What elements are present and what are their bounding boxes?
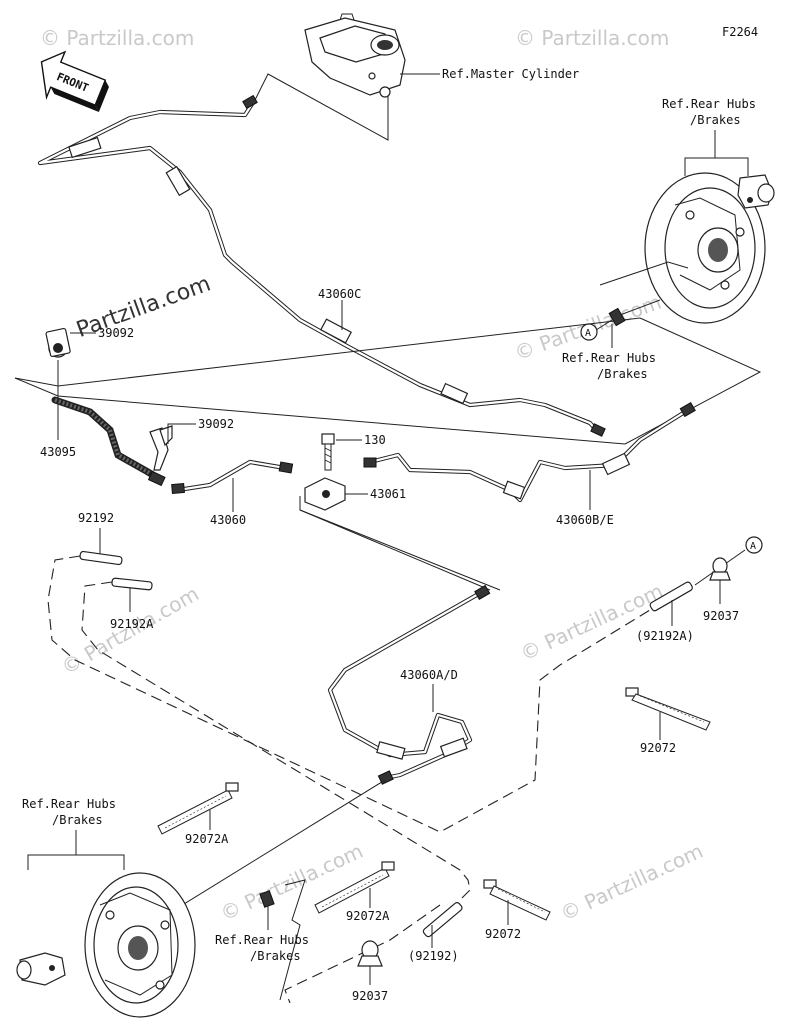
sleeve-92192-icon (79, 550, 123, 566)
label-master-cylinder: Ref.Master Cylinder (442, 67, 579, 81)
brake-line-43060 (171, 459, 294, 495)
sleeve-92192-bottom-icon (422, 902, 463, 938)
label-92072-right: 92072 (640, 741, 676, 755)
sleeve-92192A-icon (111, 577, 153, 591)
callout-a-top: A (585, 328, 591, 339)
callout-a-right: A (750, 541, 756, 552)
label-rear-hubs-top-1: Ref.Rear Hubs (662, 97, 756, 111)
figure-code: F2264 (722, 25, 758, 39)
watermark-brand-text: Partzilla.com (73, 271, 214, 343)
brake-joint-43061-icon (304, 477, 346, 511)
label-rear-hubs-left-1: Ref.Rear Hubs (22, 797, 116, 811)
label-rear-hubs-mid-2: /Brakes (597, 367, 648, 381)
cable-tie-92072-bottom-icon (483, 879, 551, 921)
label-rear-hubs-left-2: /Brakes (52, 813, 103, 827)
label-43095: 43095 (40, 445, 76, 459)
brake-line-43060AD (327, 584, 491, 785)
brake-hose-43095 (51, 396, 166, 487)
label-92037-right: 92037 (703, 609, 739, 623)
label-43060BE: 43060B/E (556, 513, 614, 527)
label-130: 130 (364, 433, 386, 447)
cable-tie-92072-right-icon (625, 687, 711, 731)
callout-a-right-icon (745, 536, 763, 554)
label-92192A-paren: (92192A) (636, 629, 694, 643)
watermark-text: © Partzilla.com (515, 26, 669, 50)
label-92072A-bottom: 92072A (346, 909, 390, 923)
brake-line-43060BE (363, 401, 696, 503)
label-92192A: 92192A (110, 617, 154, 631)
label-39092-mid: 39092 (198, 417, 234, 431)
bleeder-valve-icon (608, 307, 626, 327)
label-92072-bottom: 92072 (485, 927, 521, 941)
watermark-layer: © Partzilla.com © Partzilla.com © Partzi… (40, 26, 707, 926)
clip-39092-icon (45, 327, 71, 358)
bolt-130-icon (321, 433, 335, 471)
label-92192: 92192 (78, 511, 114, 525)
watermark-text: © Partzilla.com (517, 579, 667, 666)
label-43060C: 43060C (318, 287, 361, 301)
cable-tie-92072A-bottom-icon (314, 861, 395, 914)
bleeder-valve-bottom-icon (259, 890, 275, 908)
label-39092-top: 39092 (98, 326, 134, 340)
watermark-text: © Partzilla.com (557, 839, 707, 926)
callout-a-top-icon (580, 323, 598, 341)
label-43061: 43061 (370, 487, 406, 501)
master-cylinder-icon (304, 13, 406, 98)
front-arrow-icon: FRONT (40, 50, 109, 112)
label-rear-hubs-mid-1: Ref.Rear Hubs (562, 351, 656, 365)
label-rear-hubs-bottom-2: /Brakes (250, 949, 301, 963)
rear-brake-drum-left-icon (16, 872, 196, 1018)
label-rear-hubs-bottom-1: Ref.Rear Hubs (215, 933, 309, 947)
label-43060AD: 43060A/D (400, 668, 458, 682)
clamp-92037-right-icon (709, 557, 731, 581)
label-92192-paren: (92192) (408, 949, 459, 963)
label-43060: 43060 (210, 513, 246, 527)
rear-brake-drum-top-icon (644, 172, 775, 324)
brake-line-43060C (37, 94, 606, 437)
label-92037-bottom: 92037 (352, 989, 388, 1003)
cable-tie-92072A-left-icon (157, 782, 239, 835)
clip-39092-mid-icon (149, 425, 173, 471)
label-92072A-left: 92072A (185, 832, 229, 846)
sleeve-92192A-right-icon (649, 581, 693, 612)
watermark-text: © Partzilla.com (40, 26, 194, 50)
label-rear-hubs-top-2: /Brakes (690, 113, 741, 127)
watermark-text: © Partzilla.com (217, 839, 367, 926)
clamp-92037-bottom-icon (357, 940, 383, 967)
